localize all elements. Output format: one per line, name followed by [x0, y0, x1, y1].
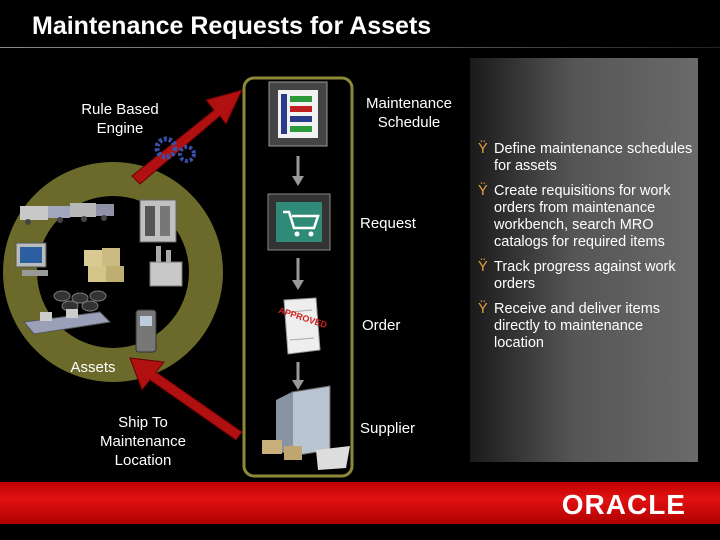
label-supplier: Supplier [360, 420, 416, 437]
flow-arrow-1-icon [292, 156, 304, 186]
footer-bar [0, 482, 720, 524]
title-divider [0, 47, 720, 48]
conveyor-icon [23, 309, 112, 335]
server-cabinet-icon [139, 199, 177, 243]
computer-icon [15, 242, 48, 276]
bullet-mark: Ÿ [478, 259, 488, 275]
arrow-to-assets-icon [129, 357, 243, 441]
bullet-text: Define maintenance schedules for assets [494, 141, 693, 174]
bullet-item: Ÿ Create requisitions for work orders fro… [478, 183, 696, 251]
label-rule-based-engine: Rule Based Engine [81, 101, 159, 137]
bullet-text: Receive and deliver items directly to ma… [494, 301, 661, 351]
shopping-cart-icon [267, 193, 331, 251]
label-ship-to: Ship To Maintenance Location [100, 414, 186, 469]
page-title: Maintenance Requests for Assets [32, 12, 432, 40]
label-order: Order [362, 317, 401, 334]
flow-column-border [242, 76, 354, 478]
label-maintenance-schedule: Maintenance Schedule [366, 95, 452, 131]
approved-document-icon [283, 297, 321, 355]
bullet-text: Create requisitions for work orders from… [494, 183, 671, 250]
bullet-list: Ÿ Define maintenance schedules for assets… [478, 141, 696, 360]
bullet-item: Ÿ Track progress against work orders [478, 259, 696, 293]
boxes-icon [84, 248, 124, 282]
bullet-mark: Ÿ [478, 183, 488, 199]
label-assets: Assets [70, 359, 116, 376]
bullet-mark: Ÿ [478, 141, 488, 157]
flow-arrow-3-icon [292, 362, 304, 390]
label-request: Request [360, 215, 416, 232]
tires-icon [53, 290, 107, 312]
arrow-to-engine-icon [131, 89, 243, 185]
bullet-item: Ÿ Receive and deliver items directly to m… [478, 301, 696, 352]
handheld-scanner-icon [135, 309, 157, 353]
bullet-panel [470, 58, 698, 462]
oracle-logo: ORACLE [561, 489, 686, 520]
factory-icon [149, 246, 183, 287]
flow-arrow-2-icon [292, 258, 304, 290]
assets-ring [3, 162, 223, 382]
bullet-text: Track progress against work orders [494, 259, 676, 292]
trucks-icon [20, 203, 114, 225]
footer-bottom-strip [0, 524, 720, 540]
schedule-document-icon [268, 81, 328, 147]
bullet-item: Ÿ Define maintenance schedules for assets [478, 141, 696, 175]
supplier-building-icon [262, 385, 350, 470]
gears-icon [154, 136, 196, 163]
bullet-mark: Ÿ [478, 301, 488, 317]
